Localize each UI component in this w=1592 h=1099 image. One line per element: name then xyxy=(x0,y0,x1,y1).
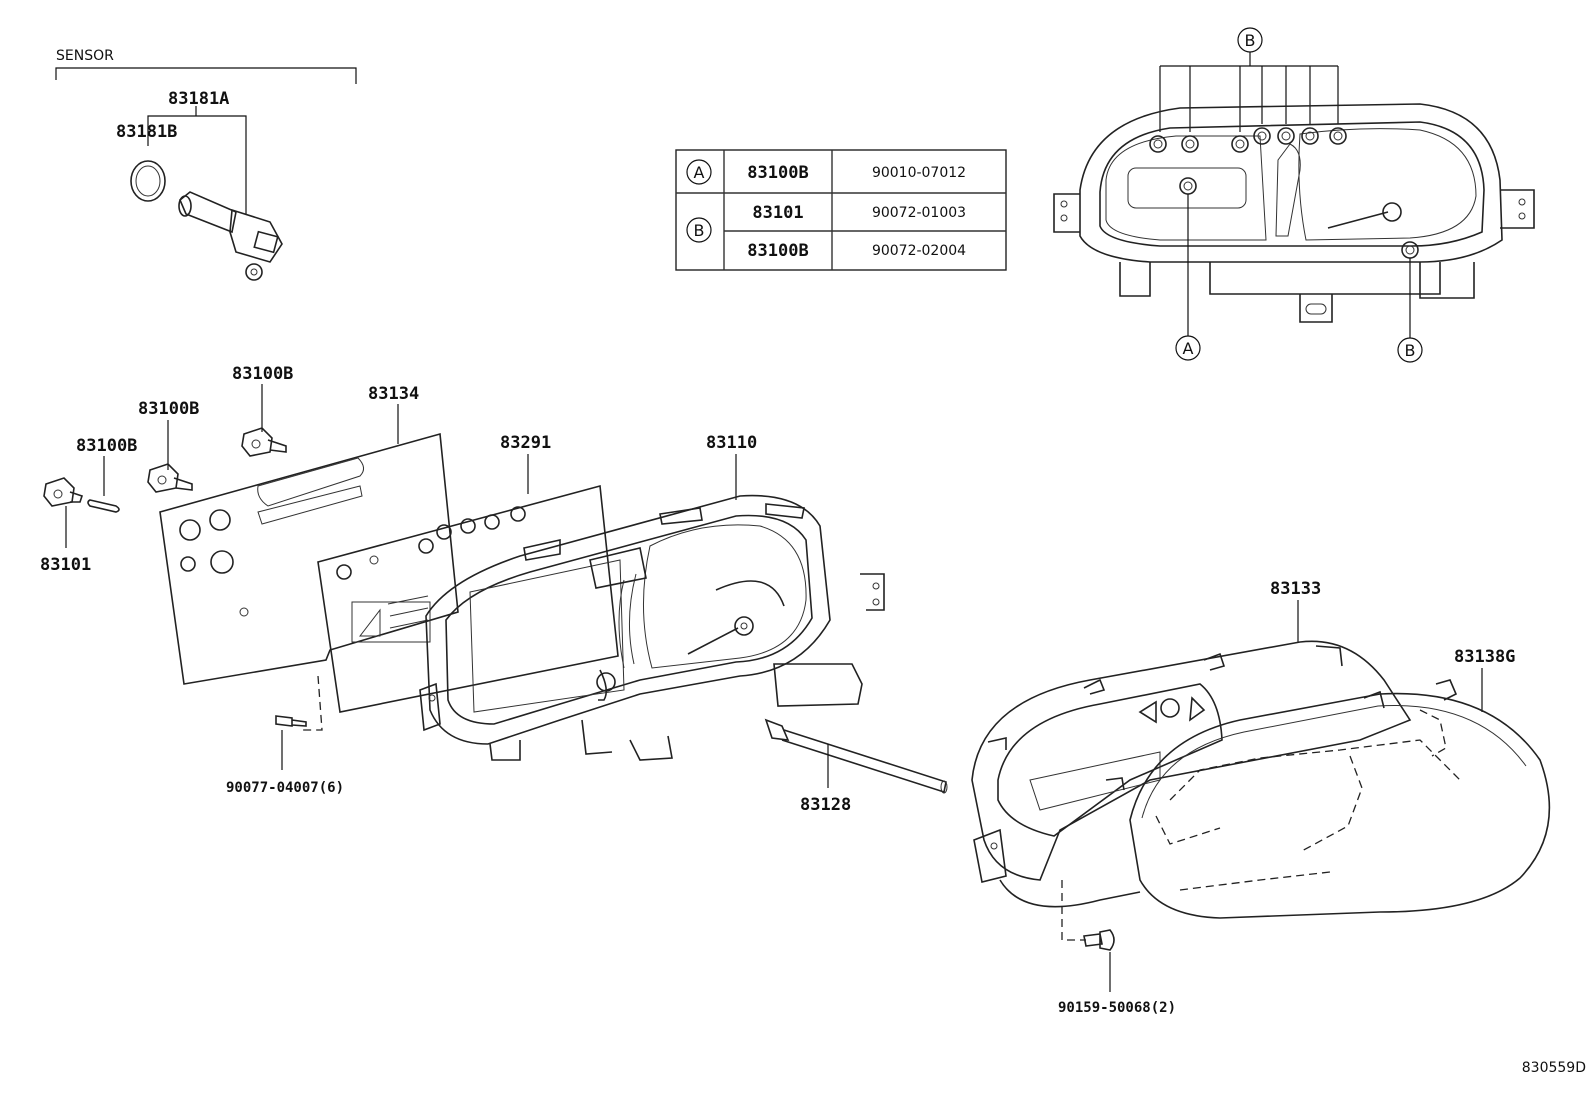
legend-part-b1: 83101 xyxy=(752,203,803,223)
label-83181A: 83181A xyxy=(168,89,229,109)
label-83100B-middle: 83100B xyxy=(138,399,199,419)
legend-part-b2: 83100B xyxy=(747,241,808,261)
bulb-sockets-group: 83100B 83100B 83100B 83101 xyxy=(40,364,293,575)
sensor-group-title: SENSOR xyxy=(56,48,114,64)
o-ring-part xyxy=(130,160,166,202)
label-screw-90159: 90159-50068(2) xyxy=(1058,1000,1176,1016)
label-83100B-top: 83100B xyxy=(232,364,293,384)
legend-key-a: A xyxy=(694,163,705,182)
part-83128: 83128 xyxy=(764,718,948,815)
rear-view-inset: B A xyxy=(1053,27,1535,363)
inset-marker-b: B xyxy=(1405,341,1416,360)
speed-sensor-part xyxy=(178,191,283,281)
socket-83100B-top xyxy=(241,427,287,457)
socket-83101 xyxy=(43,477,84,507)
dial-plate-83291: 83291 xyxy=(317,433,619,713)
sensor-group: SENSOR 83181A 83181B xyxy=(55,48,357,281)
legend-part-a: 83100B xyxy=(747,163,808,183)
bulb-legend-table: A 83100B 90010-07012 B 83101 90072-01003… xyxy=(675,149,1007,271)
printed-circuit-83134: 83134 xyxy=(159,384,459,685)
label-83134: 83134 xyxy=(368,384,419,404)
inset-housing xyxy=(1079,103,1503,263)
legend-bulb-b2: 90072-02004 xyxy=(872,243,966,259)
inset-top-leaders xyxy=(1159,52,1339,132)
label-83291: 83291 xyxy=(500,433,551,453)
inset-bulb-sockets xyxy=(1149,127,1419,259)
label-83128: 83128 xyxy=(800,795,851,815)
label-83110: 83110 xyxy=(706,433,757,453)
inset-top-marker-b: B xyxy=(1245,31,1256,50)
label-83101: 83101 xyxy=(40,555,91,575)
screw-90077-04007: 90077-04007(6) xyxy=(226,675,344,796)
diagram-reference-number: 830559D xyxy=(1522,1060,1586,1076)
legend-key-a-circle xyxy=(686,159,712,185)
legend-bulb-a: 90010-07012 xyxy=(872,165,966,181)
label-83100B-left: 83100B xyxy=(76,436,137,456)
wedge-bulb-part xyxy=(87,499,120,513)
label-83181B: 83181B xyxy=(116,122,177,142)
hood-83133: 83133 xyxy=(971,579,1412,908)
legend-key-b-circle xyxy=(686,217,712,243)
socket-83100B-middle xyxy=(147,463,193,493)
label-screw-90077: 90077-04007(6) xyxy=(226,780,344,796)
inset-marker-a: A xyxy=(1183,339,1194,358)
meter-case-83110: 83110 xyxy=(419,433,885,761)
label-83133: 83133 xyxy=(1270,579,1321,599)
screw-90159-50068: 90159-50068(2) xyxy=(1058,880,1176,1016)
label-83138G: 83138G xyxy=(1454,647,1515,667)
leader-83181A xyxy=(147,106,247,214)
legend-bulb-b1: 90072-01003 xyxy=(872,205,966,221)
legend-key-b: B xyxy=(694,221,705,240)
sensor-group-bracket xyxy=(55,67,357,84)
glass-83138G: 83138G xyxy=(1129,647,1551,919)
